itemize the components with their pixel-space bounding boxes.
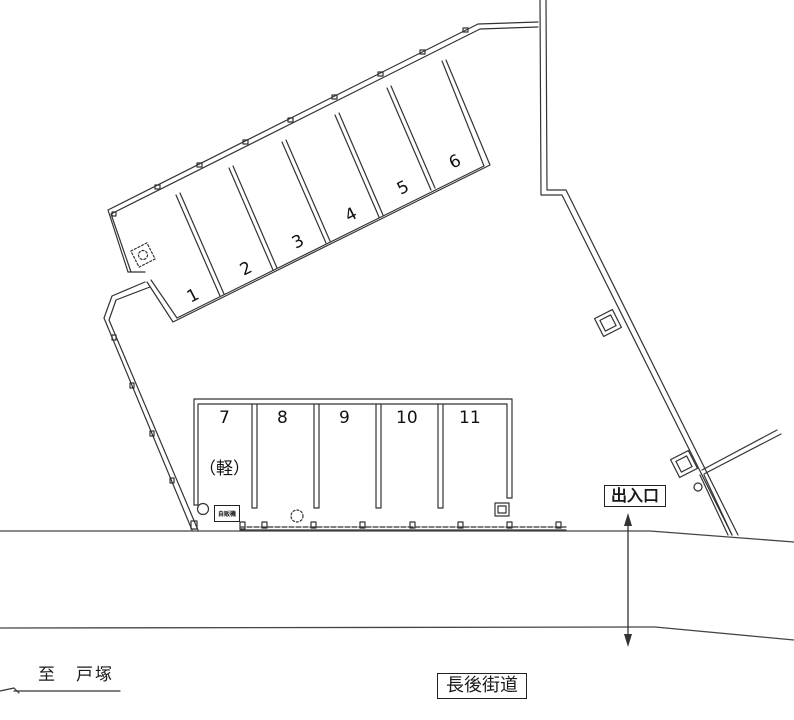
space-number-9: 9 [339, 408, 350, 428]
post-circle-left [196, 502, 210, 516]
angled-parking-row [130, 59, 491, 323]
road-name-label: 長後街道 [437, 673, 527, 699]
straight-dividers [251, 403, 444, 509]
straight-parking-row [193, 398, 513, 509]
space-number-7: 7 [219, 408, 230, 428]
road-bottom-edge [0, 626, 794, 641]
road [0, 530, 794, 641]
wall-pillar-upper [593, 308, 623, 338]
angled-dividers [175, 85, 436, 297]
entrance-arrow-head-down [624, 634, 632, 647]
direction-place-label: 戸塚 [76, 665, 114, 685]
left-fence [103, 281, 199, 531]
entrance-label: 出入口 [604, 485, 667, 507]
square-post-space-11 [494, 502, 510, 517]
upper-fence [107, 21, 539, 273]
post-circle-right [693, 482, 703, 492]
road-top-edge [0, 530, 794, 543]
space-7-kei-note: （軽） [199, 459, 250, 479]
right-neighbor-wall [701, 429, 782, 475]
wall-pillar-lower [669, 449, 699, 479]
space-number-8: 8 [277, 408, 288, 428]
front-fence [239, 521, 567, 531]
dashed-circle-space-8 [290, 509, 304, 523]
right-boundary-wall [539, 0, 739, 536]
entrance-arrow-head-up [624, 513, 632, 526]
direction-to-label: 至 [38, 665, 57, 685]
space-number-10: 10 [396, 408, 418, 428]
space-number-11: 11 [459, 408, 481, 428]
right-fence-short [699, 474, 733, 536]
vending-machine-box: 自販機 [214, 505, 240, 522]
direction-arrow [0, 687, 121, 694]
